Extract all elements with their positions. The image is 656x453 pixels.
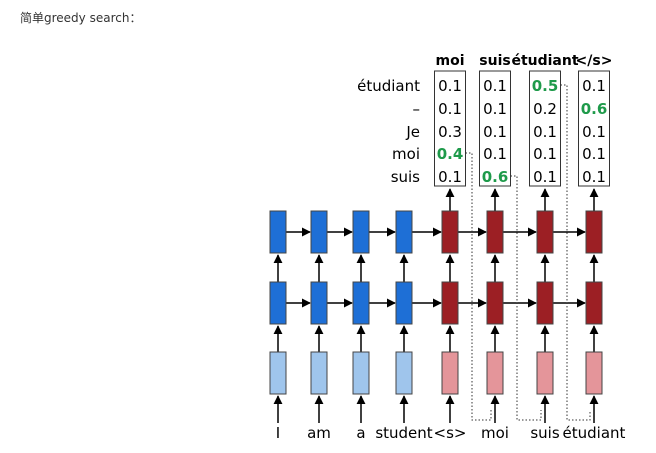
probability-column (578, 70, 610, 187)
decoder-header: moi (435, 53, 464, 69)
encoder-mid-cell (269, 281, 287, 325)
probability-column (434, 70, 466, 187)
vocab-label: – (413, 100, 421, 118)
token-label: suis (530, 424, 559, 442)
token-label: student (375, 424, 432, 442)
encoder-mid-cell (352, 281, 370, 325)
token-label: étudiant (563, 424, 626, 442)
decoder-top-cell (536, 210, 554, 254)
probability-value: 0.1 (438, 168, 462, 186)
decoder-top-cell (441, 210, 459, 254)
selected-probability: 0.5 (532, 77, 559, 95)
probability-column (529, 70, 561, 187)
probability-value: 0.1 (483, 100, 507, 118)
decoder-top-cell (585, 210, 603, 254)
probability-value: 0.3 (438, 123, 462, 141)
encoder-input-cell (269, 351, 287, 395)
selected-probability: 0.4 (437, 145, 464, 163)
token-label: a (356, 424, 365, 442)
feedback-dotted-line (560, 84, 591, 421)
token-label: <s> (434, 424, 467, 442)
probability-value: 0.1 (438, 100, 462, 118)
selected-probability: 0.6 (581, 100, 608, 118)
probability-value: 0.1 (533, 145, 557, 163)
probability-value: 0.2 (533, 100, 557, 118)
vocab-label: moi (392, 145, 420, 163)
encoder-input-cell (352, 351, 370, 395)
vocab-label: suis (391, 168, 420, 186)
token-label: I (276, 424, 280, 442)
encoder-input-cell (395, 351, 413, 395)
caption: 简单greedy search： (20, 11, 142, 25)
encoder-mid-cell (395, 281, 413, 325)
feedback-dotted-line (510, 175, 542, 421)
probability-value: 0.1 (582, 77, 606, 95)
probability-column (479, 70, 511, 187)
probability-value: 0.1 (483, 123, 507, 141)
encoder-top-cell (310, 210, 328, 254)
encoder-top-cell (269, 210, 287, 254)
vocab-label: étudiant (357, 77, 420, 95)
decoder-mid-cell (585, 281, 603, 325)
decoder-mid-cell (486, 281, 504, 325)
decoder-header: </s> (576, 53, 613, 69)
probability-value: 0.1 (533, 168, 557, 186)
decoder-mid-cell (536, 281, 554, 325)
probability-value: 0.1 (483, 77, 507, 95)
probability-value: 0.1 (582, 145, 606, 163)
decoder-input-cell (486, 351, 504, 395)
decoder-input-cell (441, 351, 459, 395)
vocab-label: Je (405, 123, 420, 141)
encoder-input-cell (310, 351, 328, 395)
token-label: am (307, 424, 331, 442)
decoder-header: suis (479, 53, 510, 69)
probability-value: 0.1 (533, 123, 557, 141)
decoder-header: étudiant (511, 53, 578, 69)
decoder-top-cell (486, 210, 504, 254)
feedback-dotted-line (465, 152, 492, 421)
encoder-top-cell (395, 210, 413, 254)
encoder-mid-cell (310, 281, 328, 325)
encoder-top-cell (352, 210, 370, 254)
probability-value: 0.1 (483, 145, 507, 163)
selected-probability: 0.6 (482, 168, 509, 186)
probability-value: 0.1 (438, 77, 462, 95)
probability-value: 0.1 (582, 123, 606, 141)
decoder-input-cell (585, 351, 603, 395)
token-label: moi (481, 424, 509, 442)
probability-value: 0.1 (582, 168, 606, 186)
decoder-mid-cell (441, 281, 459, 325)
decoder-input-cell (536, 351, 554, 395)
